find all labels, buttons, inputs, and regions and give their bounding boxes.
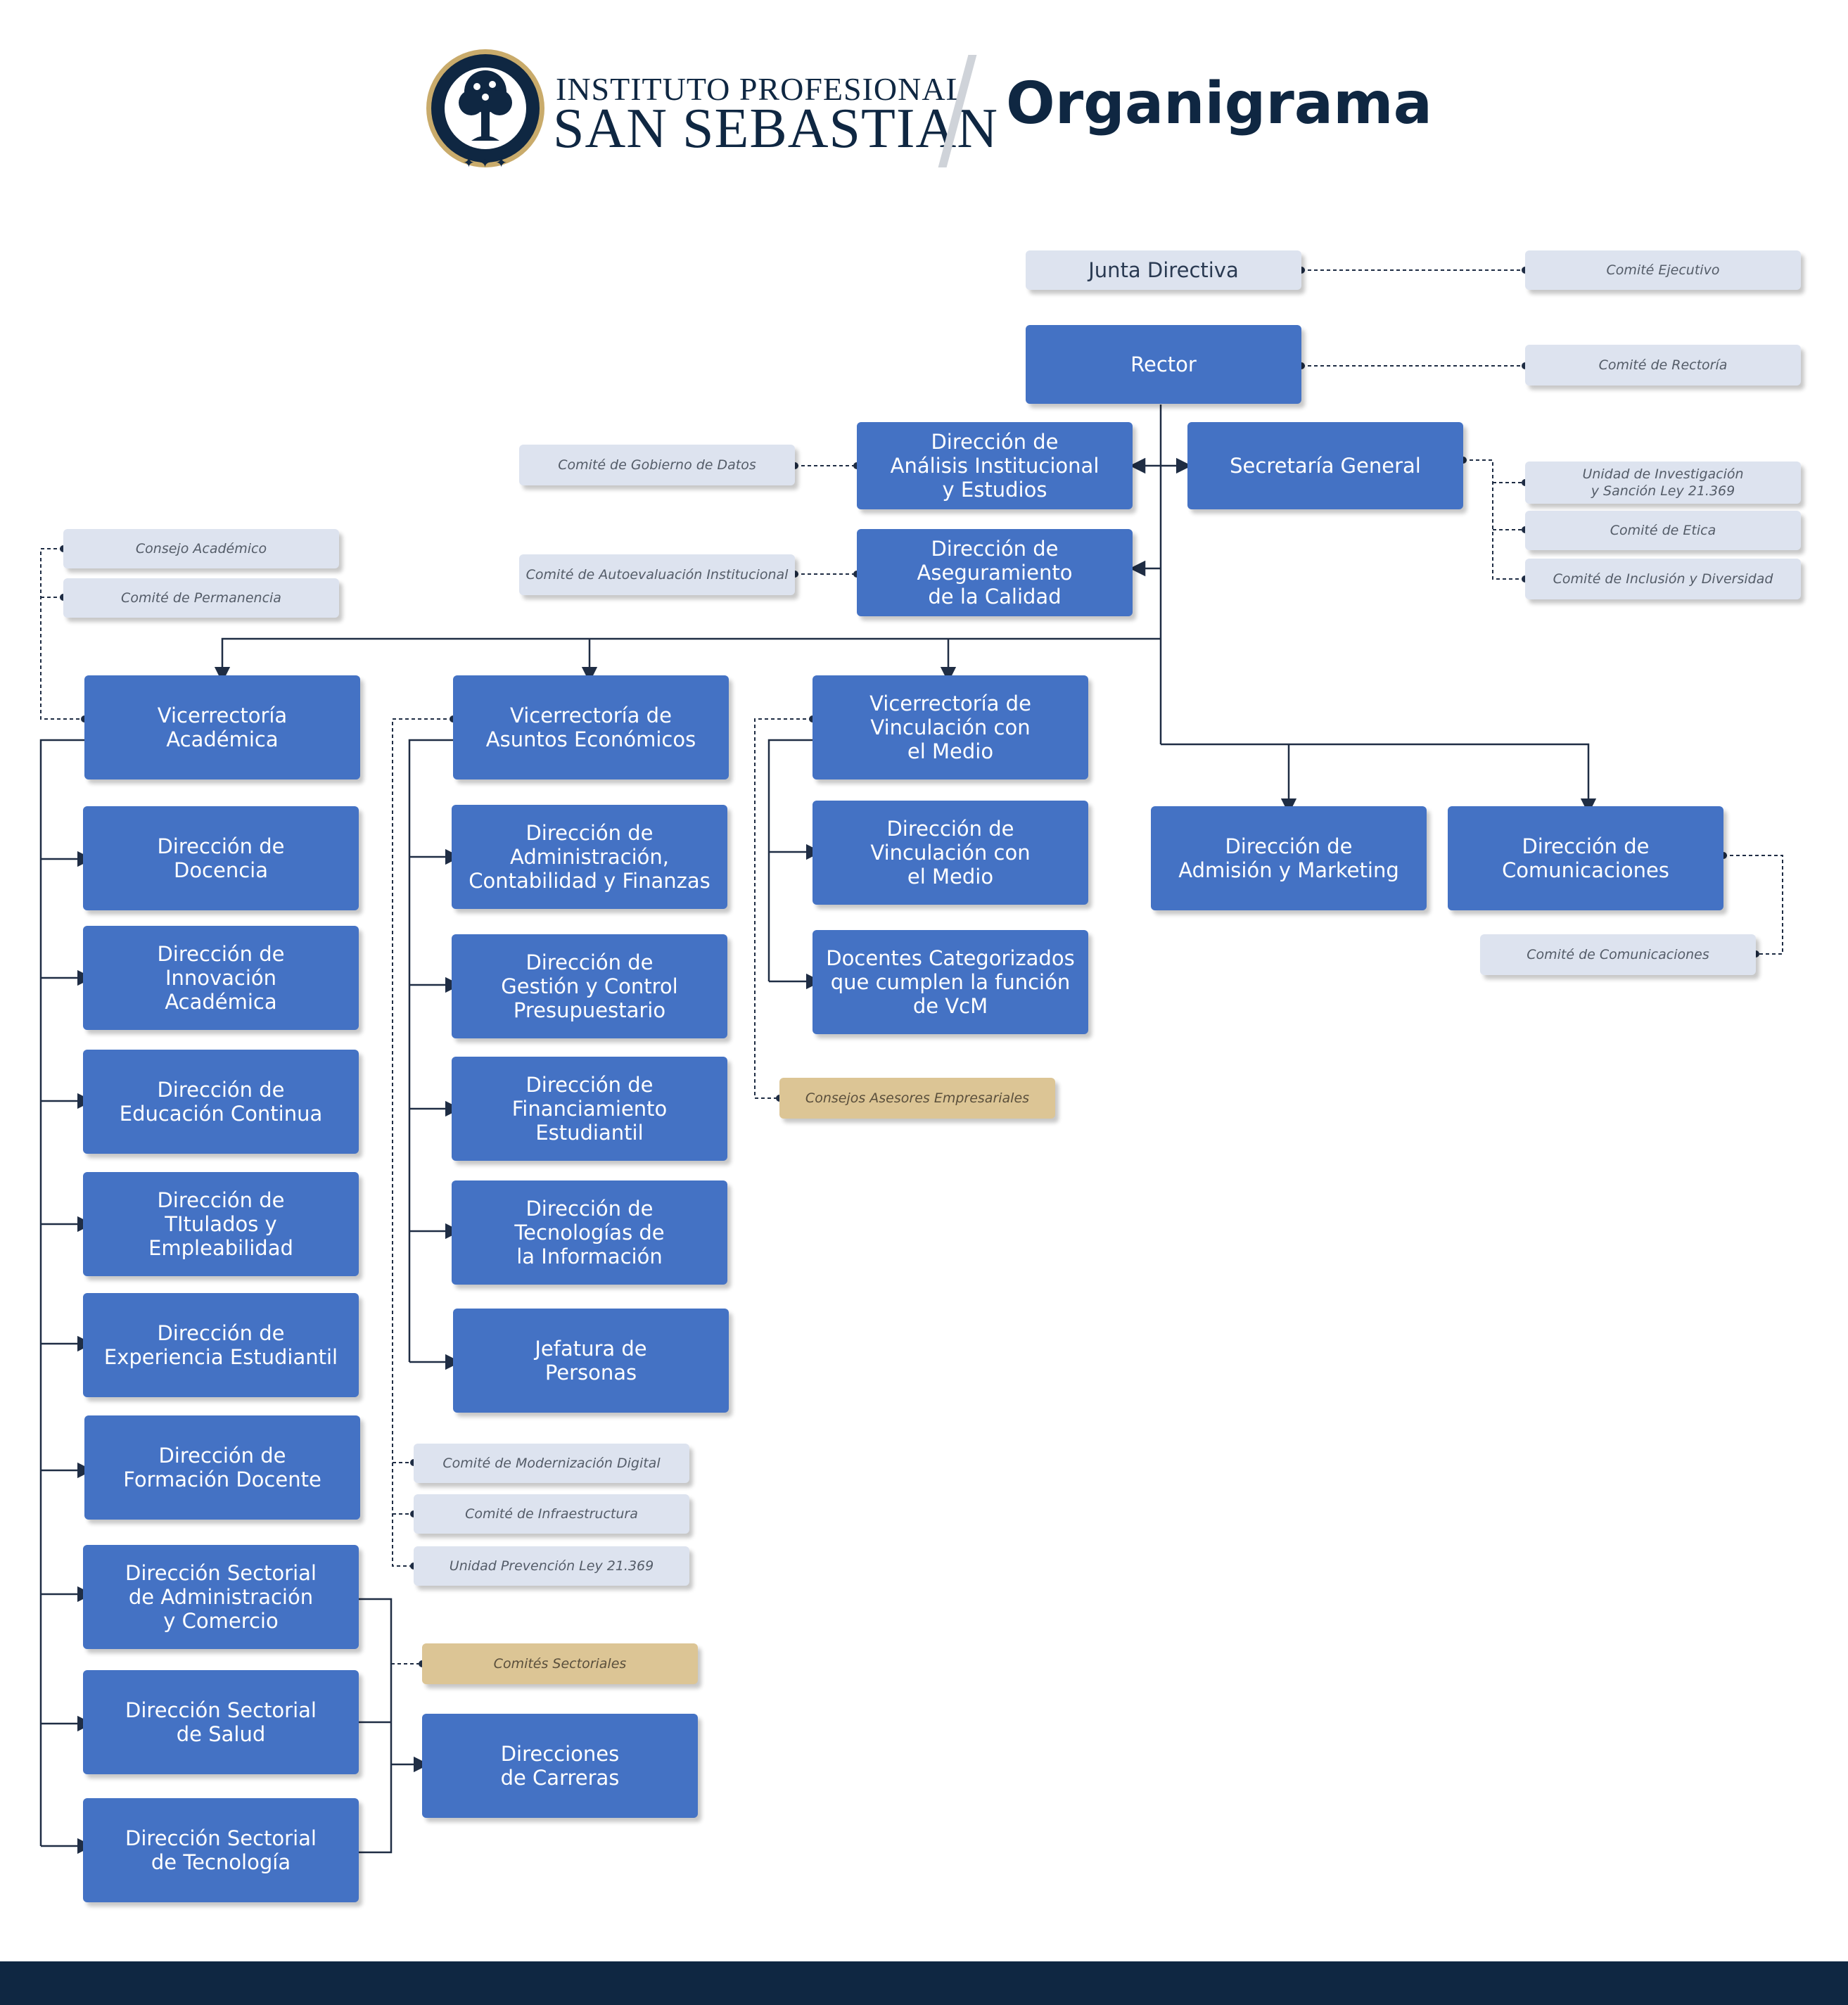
node-comite-infraestructura: Comité de Infraestructura — [414, 1494, 689, 1534]
node-dir-docencia: Dirección de Docencia — [83, 806, 359, 910]
node-direcciones-carreras: Direcciones de Carreras — [422, 1714, 698, 1818]
node-comite-modernizacion: Comité de Modernización Digital — [414, 1444, 689, 1483]
node-ds-salud: Dirección Sectorial de Salud — [83, 1670, 359, 1774]
node-jefatura-personas: Jefatura de Personas — [453, 1309, 729, 1413]
node-dir-aseguramiento: Dirección de Aseguramiento de la Calidad — [857, 529, 1133, 616]
footer-bar — [0, 1961, 1848, 2005]
node-dir-admision: Dirección de Admisión y Marketing — [1151, 806, 1427, 910]
brand-line-2: SAN SEBASTIAN — [553, 98, 999, 160]
node-dir-administracion: Dirección de Administración, Contabilida… — [452, 805, 727, 909]
node-junta-directiva: Junta Directiva — [1026, 250, 1301, 290]
node-comite-comunicaciones: Comité de Comunicaciones — [1480, 934, 1756, 975]
node-dir-comunicaciones: Dirección de Comunicaciones — [1448, 806, 1723, 910]
node-dir-gestion: Dirección de Gestión y Control Presupues… — [452, 934, 727, 1038]
node-dir-innovacion: Dirección de Innovación Académica — [83, 926, 359, 1030]
node-comite-rectoria: Comité de Rectoría — [1525, 345, 1801, 386]
node-secretaria-general: Secretaría General — [1187, 422, 1463, 509]
node-vr-asuntos-economicos: Vicerrectoría de Asuntos Económicos — [453, 675, 729, 779]
node-comite-gobierno-datos: Comité de Gobierno de Datos — [519, 445, 795, 485]
node-consejos-asesores: Consejos Asesores Empresariales — [779, 1078, 1055, 1119]
node-dir-experiencia: Dirección de Experiencia Estudiantil — [83, 1293, 359, 1397]
node-vr-vinculacion: Vicerrectoría de Vinculación con el Medi… — [813, 675, 1088, 779]
page-title: Organigrama — [1006, 70, 1432, 137]
node-rector: Rector — [1026, 325, 1301, 404]
node-dir-tecnologias: Dirección de Tecnologías de la Informaci… — [452, 1180, 727, 1285]
node-comite-inclusion: Comité de Inclusión y Diversidad — [1525, 559, 1801, 599]
node-unidad-prevencion: Unidad Prevención Ley 21.369 — [414, 1546, 689, 1586]
node-vr-academica: Vicerrectoría Académica — [84, 675, 360, 779]
node-comite-etica: Comité de Etica — [1525, 511, 1801, 550]
svg-text:✦ ✦ ✦: ✦ ✦ ✦ — [463, 154, 507, 171]
institute-logo: ✦ ✦ ✦ INSTITUTO PROFESIONAL SAN SEBASTIA… — [422, 48, 998, 174]
node-comite-permanencia: Comité de Permanencia — [63, 578, 339, 618]
node-dir-vinculacion: Dirección de Vinculación con el Medio — [813, 801, 1088, 905]
node-comite-autoevaluacion: Comité de Autoevaluación Institucional — [519, 554, 795, 595]
node-dir-analisis: Dirección de Análisis Institucional y Es… — [857, 422, 1133, 509]
node-dir-educacion-continua: Dirección de Educación Continua — [83, 1050, 359, 1154]
node-comites-sectoriales: Comités Sectoriales — [422, 1643, 698, 1684]
brand-line-1: INSTITUTO PROFESIONAL — [556, 71, 967, 107]
node-ds-administracion: Dirección Sectorial de Administración y … — [83, 1545, 359, 1649]
node-docentes-categorizados: Docentes Categorizados que cumplen la fu… — [813, 930, 1088, 1034]
node-dir-formacion-docente: Dirección de Formación Docente — [84, 1415, 360, 1520]
node-consejo-academico: Consejo Académico — [63, 529, 339, 568]
node-unidad-investigacion: Unidad de Investigación y Sanción Ley 21… — [1525, 462, 1801, 504]
node-ds-tecnologia: Dirección Sectorial de Tecnología — [83, 1798, 359, 1902]
tree-seal-logo-icon: ✦ ✦ ✦ — [426, 49, 544, 171]
node-dir-financiamiento: Dirección de Financiamiento Estudiantil — [452, 1057, 727, 1161]
node-comite-ejecutivo: Comité Ejecutivo — [1525, 250, 1801, 290]
node-dir-titulados: Dirección de TItulados y Empleabilidad — [83, 1172, 359, 1276]
